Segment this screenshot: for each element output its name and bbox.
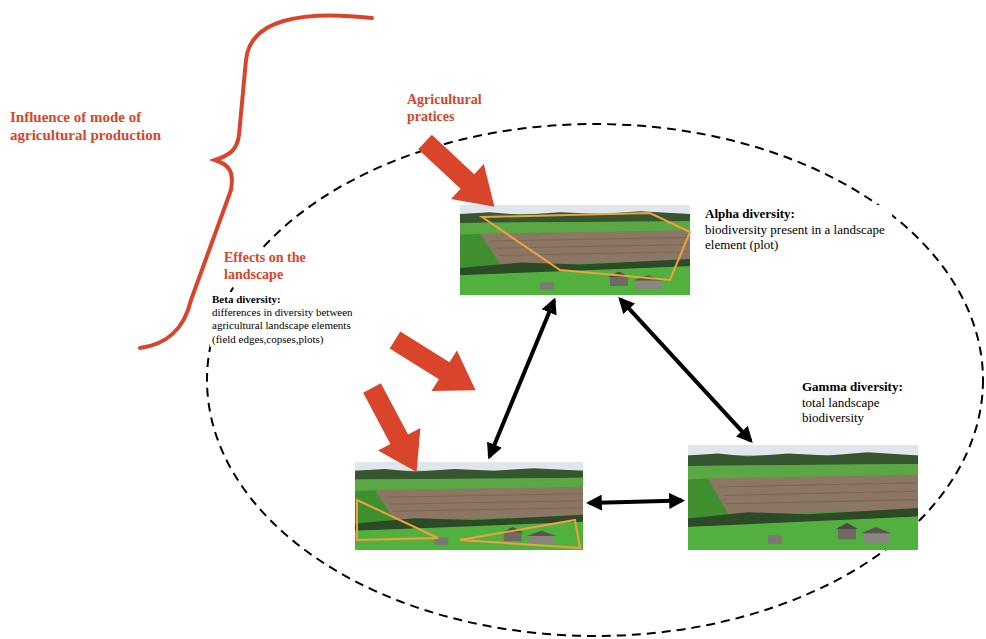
- effect-arrow: [351, 377, 438, 483]
- caption-block: Alpha diversity:biodiversity present in …: [703, 205, 892, 254]
- edge-outline: [357, 500, 438, 540]
- plot-photo: [460, 205, 690, 295]
- plot-outline: [482, 213, 690, 280]
- diversity-heading: Beta diversity:: [212, 293, 362, 306]
- annotation-label: Effects on the landscape: [222, 250, 366, 284]
- bracket: [140, 15, 372, 348]
- double-arrow: [490, 301, 555, 457]
- annotation-label: Agricultural pratices: [405, 92, 509, 126]
- photo-node: Alpha diversity:biodiversity present in …: [460, 205, 690, 295]
- diversity-description: biodiversity present in a landscape elem…: [705, 222, 890, 253]
- caption-block: Beta diversity:differences in diversity …: [210, 292, 364, 347]
- landscape-photo: [355, 462, 583, 550]
- caption-block: Gamma diversity:total landscape biodiver…: [800, 378, 919, 427]
- diversity-description: total landscape biodiversity: [802, 395, 917, 426]
- diversity-heading: Gamma diversity:: [802, 379, 917, 395]
- effect-arrow: [382, 320, 488, 411]
- landscape-boundary: [207, 124, 983, 636]
- edge-outline: [460, 520, 580, 548]
- photo-node: Gamma diversity:total landscape biodiver…: [688, 445, 918, 550]
- double-arrow: [621, 299, 751, 440]
- diversity-heading: Alpha diversity:: [705, 206, 890, 222]
- annotation-label: Influence of mode of agricultural produc…: [8, 108, 212, 144]
- double-arrow: [589, 501, 682, 503]
- diversity-description: differences in diversity between agricul…: [212, 306, 362, 346]
- practice-arrow: [409, 124, 511, 224]
- landscape-photo: [688, 445, 918, 550]
- photo-node: Beta diversity:differences in diversity …: [355, 462, 583, 550]
